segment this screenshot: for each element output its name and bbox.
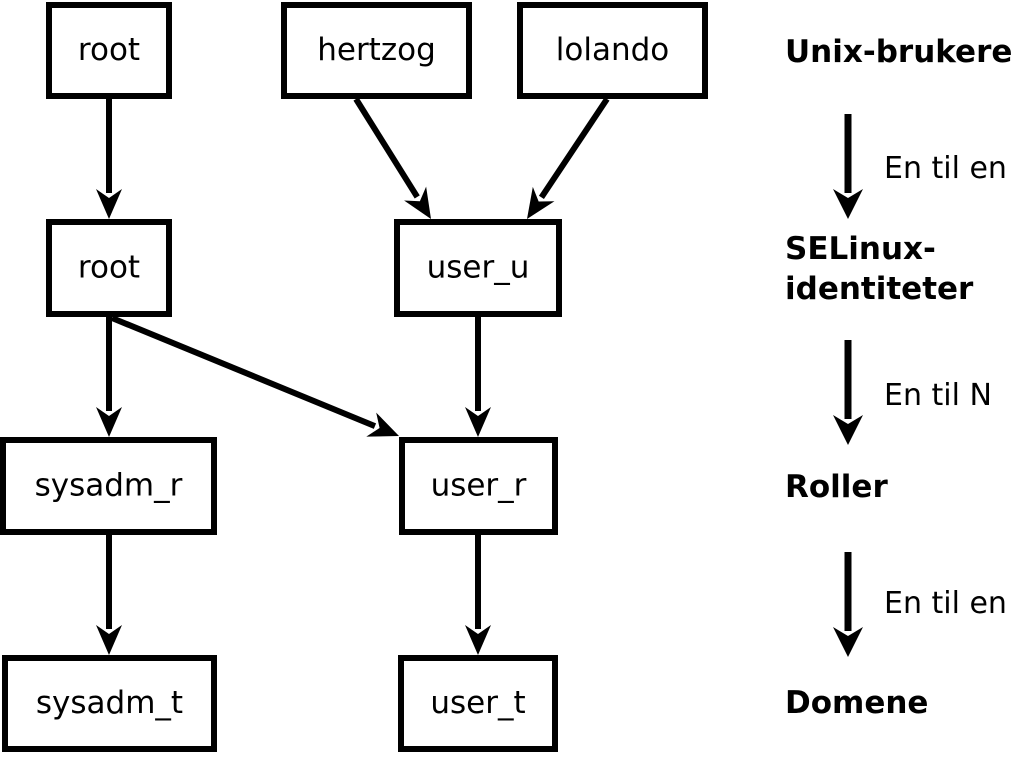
node-box <box>46 2 172 99</box>
node-user_u[interactable]: user_u <box>394 219 562 317</box>
node-sysadm_r[interactable]: sysadm_r <box>0 437 217 535</box>
edge-sysadm_r-to-sysadm_t <box>96 535 122 655</box>
legend-arrow-head-icon <box>833 189 863 219</box>
edge-user_r-to-user_t <box>465 535 491 655</box>
arrow-head-icon <box>465 407 491 437</box>
legend-tier-roller: Roller <box>785 469 888 505</box>
edge-shaft <box>538 97 610 200</box>
node-box <box>2 655 217 752</box>
legend-arrow-label: En til en <box>884 586 1007 621</box>
edge-unix_root-to-sel_root <box>96 99 122 219</box>
node-box <box>399 437 558 535</box>
node-label: user_u <box>427 250 530 286</box>
node-sel_root[interactable]: root <box>46 219 172 317</box>
legend-tier-selinux: SELinux-identiteter <box>785 231 974 307</box>
node-label: root <box>78 32 140 68</box>
edge-user_u-to-user_r <box>465 317 491 437</box>
node-box <box>0 437 217 535</box>
legend-tier-label: Domene <box>785 685 928 721</box>
node-label: lolando <box>556 32 669 68</box>
legend-arrow-3: En til en <box>833 552 1007 657</box>
legend-arrow-head-icon <box>833 627 863 657</box>
node-label: user_t <box>430 685 525 721</box>
edge-shaft <box>353 97 420 199</box>
legend-arrow-label: En til en <box>884 151 1007 186</box>
arrow-head-icon <box>96 189 122 219</box>
node-user_r[interactable]: user_r <box>399 437 558 535</box>
node-label: sysadm_t <box>36 685 183 721</box>
node-sysadm_t[interactable]: sysadm_t <box>2 655 217 752</box>
edge-hertzog-to-user_u <box>353 97 431 219</box>
legend-tier-label: Roller <box>785 469 888 505</box>
arrow-head-icon <box>465 625 491 655</box>
legend-tier-domene: Domene <box>785 685 928 721</box>
node-label: user_r <box>431 468 527 504</box>
legend-arrow-1: En til en <box>833 114 1007 219</box>
arrow-head-icon <box>404 186 431 219</box>
node-label: hertzog <box>317 32 436 68</box>
node-hertzog[interactable]: hertzog <box>281 2 472 99</box>
legend-tier-label: SELinux- <box>785 231 936 267</box>
legend-layer: Unix-brukereSELinux-identiteterRollerDom… <box>785 34 1012 721</box>
node-box <box>46 219 172 317</box>
arrow-head-icon <box>96 625 122 655</box>
edge-sel_root-to-sysadm_r <box>96 317 122 437</box>
node-box <box>517 2 708 99</box>
edges-layer <box>96 97 610 655</box>
node-lolando[interactable]: lolando <box>517 2 708 99</box>
node-label: root <box>78 250 140 286</box>
node-box <box>394 219 562 317</box>
arrow-head-icon <box>96 407 122 437</box>
edge-lolando-to-user_u <box>527 97 610 219</box>
arrow-head-icon <box>366 412 399 437</box>
legend-arrow-label: En til N <box>884 378 992 413</box>
legend-tier-unix: Unix-brukere <box>785 34 1012 70</box>
node-unix_root[interactable]: root <box>46 2 172 99</box>
edge-sel_root-to-user_r <box>110 315 399 437</box>
legend-tier-label: identiteter <box>785 271 974 307</box>
legend-arrow-2: En til N <box>833 340 992 445</box>
node-box <box>281 2 472 99</box>
legend-arrow-head-icon <box>833 415 863 445</box>
arrow-head-icon <box>527 186 555 219</box>
edge-shaft <box>110 315 377 429</box>
legend-tier-label: Unix-brukere <box>785 34 1012 70</box>
node-user_t[interactable]: user_t <box>398 655 558 752</box>
node-label: sysadm_r <box>35 468 183 504</box>
node-box <box>398 655 558 752</box>
